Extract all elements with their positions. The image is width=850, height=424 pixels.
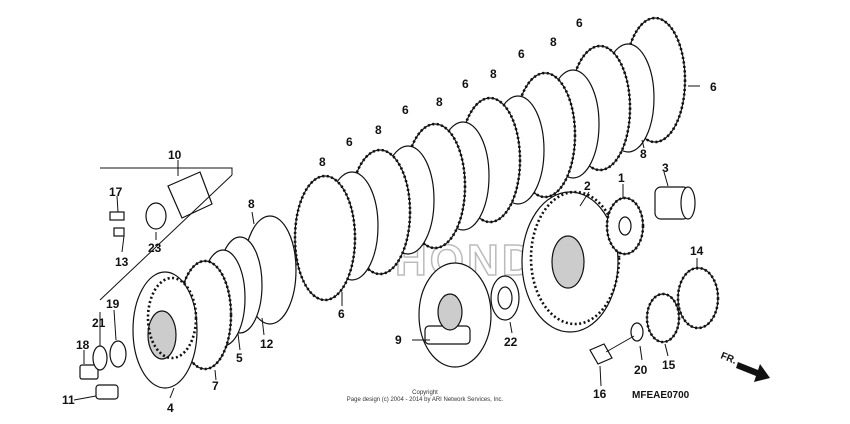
callout-8-f: 8 [550,35,557,49]
callout-3: 3 [662,161,669,175]
lock-nut[interactable] [79,364,99,380]
callout-6-d: 6 [462,77,469,91]
callout-9: 9 [395,333,402,347]
callout-17: 17 [109,185,123,199]
callout-10: 10 [168,148,182,162]
callout-8-b: 8 [319,155,326,169]
callout-1: 1 [618,171,625,185]
callout-6-a: 6 [346,135,353,149]
callout-6-e: 6 [518,47,525,61]
callout-14: 14 [690,244,704,258]
callout-12: 12 [260,337,274,351]
leader-lines [73,85,700,401]
arrow-icon [736,362,770,382]
lifter-plate[interactable] [167,171,213,219]
callout-15: 15 [662,358,676,372]
diagram-code: MFEAE0700 [632,390,690,401]
pin[interactable] [113,227,125,237]
callout-16: 16 [593,387,607,401]
callout-21: 21 [92,316,106,330]
callout-8-a: 8 [248,197,255,211]
callout-6-b: 6 [338,307,345,321]
callout-13: 13 [115,255,129,269]
callout-8-e: 8 [490,67,497,81]
fr-label: FR. [719,351,738,367]
clutch-spring-bolt[interactable] [95,384,119,400]
callout-8-c: 8 [375,123,382,137]
callout-19: 19 [106,297,120,311]
callout-7: 7 [212,379,219,393]
callout-20: 20 [634,363,648,377]
callout-18: 18 [76,338,90,352]
copyright-line-1: Copyright [412,390,438,396]
callout-8-g: 8 [640,147,647,161]
flange-bolt[interactable] [589,343,613,365]
bolt[interactable] [109,211,125,221]
clutch-plate-stack [243,16,687,325]
washer[interactable] [92,345,108,371]
callout-5: 5 [236,351,243,365]
callout-23: 23 [148,241,162,255]
callout-22: 22 [504,335,518,349]
bearing[interactable] [145,202,167,230]
callout-11: 11 [62,393,75,407]
callout-labels: 10 17 23 13 19 21 18 11 4 7 5 12 8 8 6 6… [62,16,717,415]
callout-6-c: 6 [402,103,409,117]
callout-6-g: 6 [710,80,717,94]
washer[interactable] [630,322,644,342]
callout-8-d: 8 [436,95,443,109]
copyright-line-2: Page design (c) 2004 - 2014 by ARI Netwo… [347,397,504,403]
front-direction-indicator: FR. [719,351,770,382]
callout-6-f: 6 [576,16,583,30]
lifter-bearing[interactable] [109,340,127,368]
callout-2: 2 [584,179,591,193]
callout-4: 4 [167,401,174,415]
